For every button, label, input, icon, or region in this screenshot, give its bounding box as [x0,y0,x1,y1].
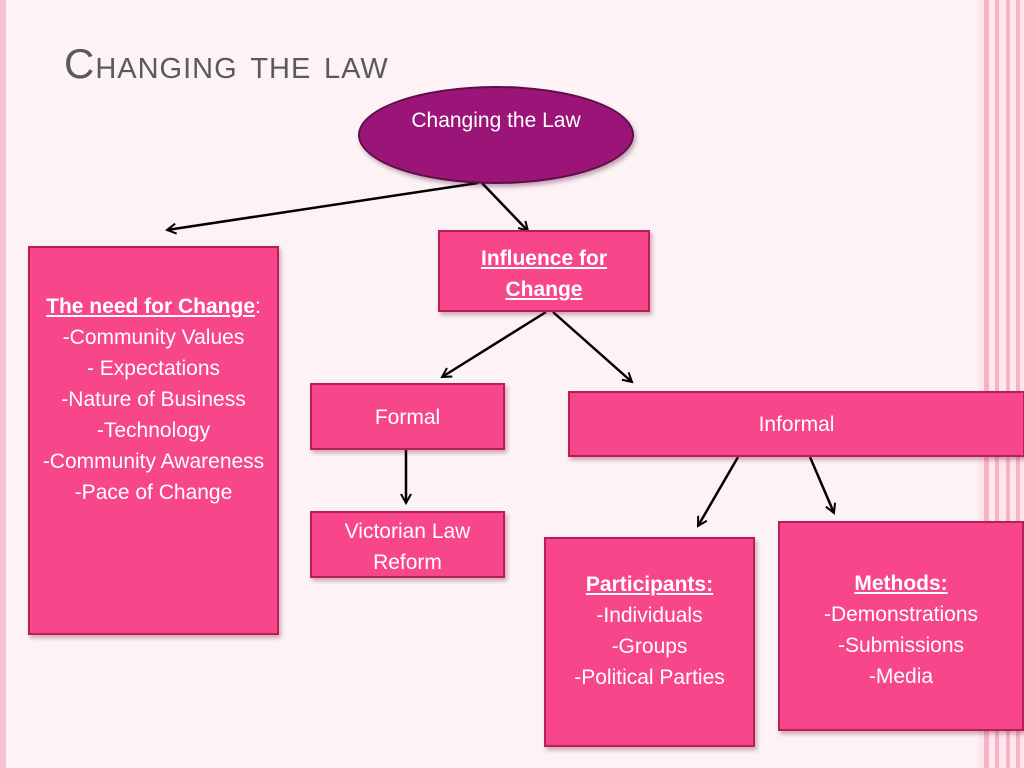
root-node-changing-the-law: Changing the Law [358,86,634,184]
methods-heading: Methods: [854,572,948,595]
participant-item-political-parties: -Political Parties [574,666,725,689]
need-for-change-box: The need for Change: -Community Values -… [28,246,279,635]
arrow-influence-to-informal [552,311,632,382]
need-for-change-heading-colon: : [255,295,261,318]
influence-for-change-heading: Influence for Change [480,247,607,301]
right-stripe-line [995,0,999,768]
method-item-demonstrations: -Demonstrations [823,603,979,626]
left-edge-decoration [0,0,6,768]
formal-label: Formal [374,406,441,429]
arrow-informal-to-methods [808,456,834,513]
right-stripe-line [1006,0,1010,768]
victorian-law-reform-label: Victorian Law Reform [344,520,471,574]
participants-box: Participants: -Individuals -Groups -Poli… [544,537,755,747]
need-item-expectations: - Expectations [86,357,221,380]
participant-item-groups: -Groups [611,635,688,658]
influence-for-change-box: Influence for Change [438,230,650,312]
need-item-technology: -Technology [96,419,211,442]
arrow-root-to-influence [481,182,528,231]
need-for-change-heading: The need for Change [46,295,255,318]
arrow-influence-to-formal [442,310,547,377]
page-title: Changing the law [64,40,389,87]
formal-box: Formal [310,383,505,450]
arrow-root-to-need [167,181,479,230]
informal-label: Informal [758,413,835,436]
need-item-community-values: -Community Values [62,326,245,349]
need-for-change-heading-line: The need for Change: [30,291,277,322]
methods-box: Methods: -Demonstrations -Submissions -M… [778,521,1024,731]
participant-item-individuals: -Individuals [596,604,703,627]
informal-box: Informal [568,391,1024,457]
need-item-community-awareness: -Community Awareness [42,450,265,473]
arrow-informal-to-participants [696,456,740,526]
method-item-submissions: -Submissions [837,634,965,657]
victorian-law-reform-box: Victorian Law Reform [310,511,505,578]
right-stripe-line [1016,0,1020,768]
need-item-nature-of-business: -Nature of Business [61,388,246,411]
right-stripe-line [984,0,989,768]
method-item-media: -Media [868,665,934,688]
need-item-pace-of-change: -Pace of Change [74,481,233,504]
participants-heading: Participants: [585,573,714,596]
root-node-label: Changing the Law [411,109,581,132]
